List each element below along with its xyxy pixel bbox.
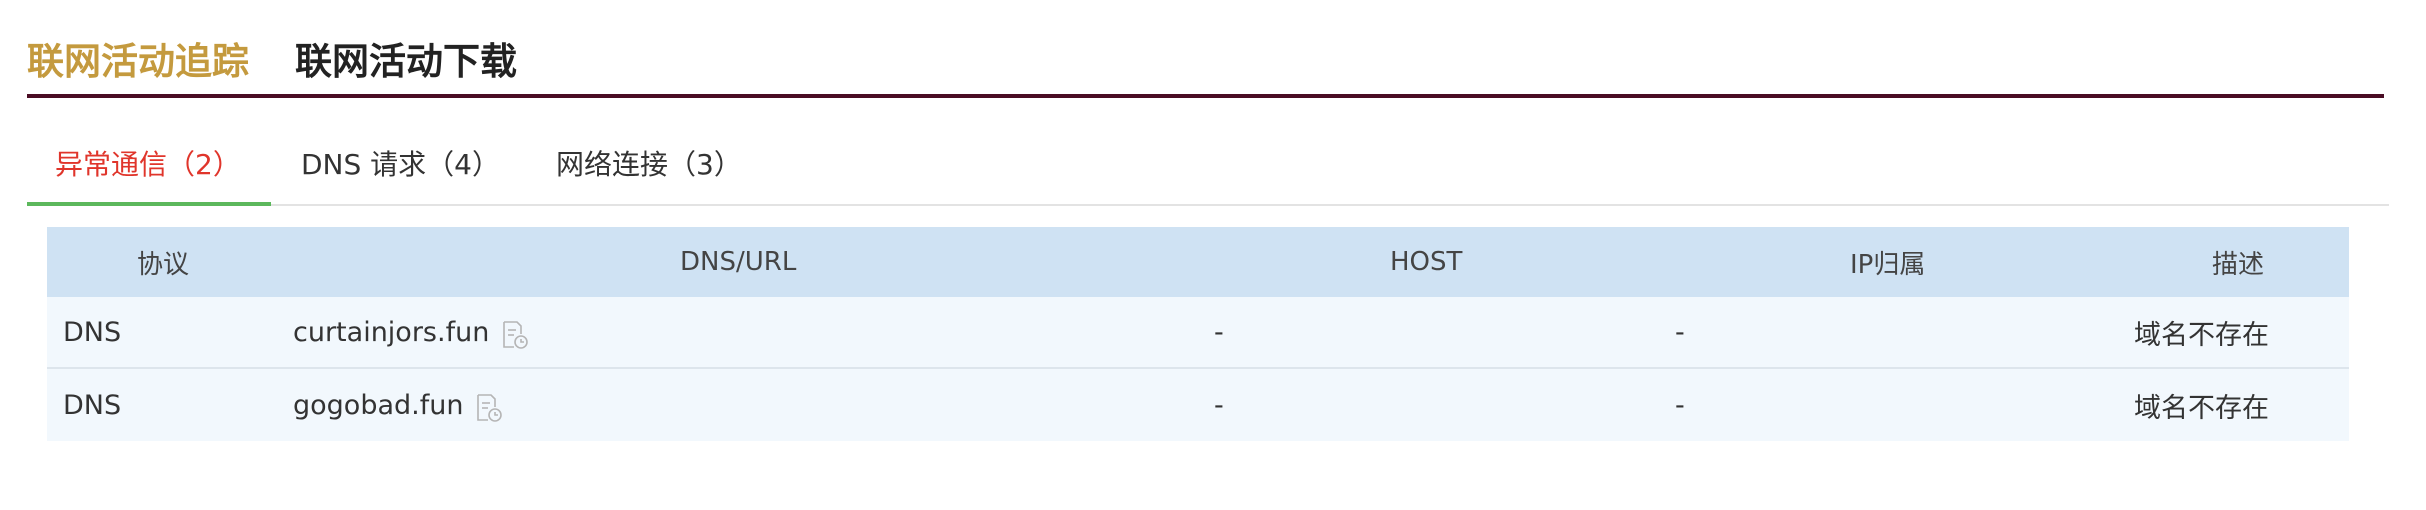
tab-network-activity-download[interactable]: 联网活动下载 [295,40,517,83]
cell-protocol: DNS [63,316,122,348]
cell-host: - [1214,389,1224,421]
subtab-dns-requests[interactable]: DNS 请求（4） [301,148,500,181]
subtab-network-connections[interactable]: 网络连接（3） [556,148,742,181]
sub-tabs: 异常通信（2） DNS 请求（4） 网络连接（3） [27,140,2389,206]
copy-icon[interactable] [475,393,503,423]
cell-dns-url: gogobad.fun [293,369,503,441]
subtab-abnormal-communication[interactable]: 异常通信（2） [27,140,271,206]
communication-table: 协议 DNS/URL HOST IP归属 描述 DNS curtainjors.… [47,227,2349,441]
column-header-host: HOST [1390,247,1463,277]
table-row: DNS gogobad.fun - - 域名不存在 [47,369,2349,441]
url-text: gogobad.fun [293,389,464,421]
column-header-ip-location: IP归属 [1850,249,1926,280]
table-header: 协议 DNS/URL HOST IP归属 描述 [47,227,2349,297]
cell-description: 域名不存在 [2134,319,2269,351]
cell-ip-location: - [1675,389,1685,421]
copy-icon[interactable] [501,320,529,350]
tab-network-activity-tracking[interactable]: 联网活动追踪 [27,40,249,83]
cell-description: 域名不存在 [2134,392,2269,424]
cell-ip-location: - [1675,316,1685,348]
table-row: DNS curtainjors.fun - - 域名不存在 [47,297,2349,369]
cell-dns-url: curtainjors.fun [293,297,529,367]
cell-protocol: DNS [63,389,122,421]
column-header-dns-url: DNS/URL [680,247,797,277]
column-header-protocol: 协议 [137,249,190,280]
column-header-description: 描述 [2212,249,2265,280]
header-tabs: 联网活动追踪 联网活动下载 [27,0,2384,98]
cell-host: - [1214,316,1224,348]
url-text: curtainjors.fun [293,316,490,348]
